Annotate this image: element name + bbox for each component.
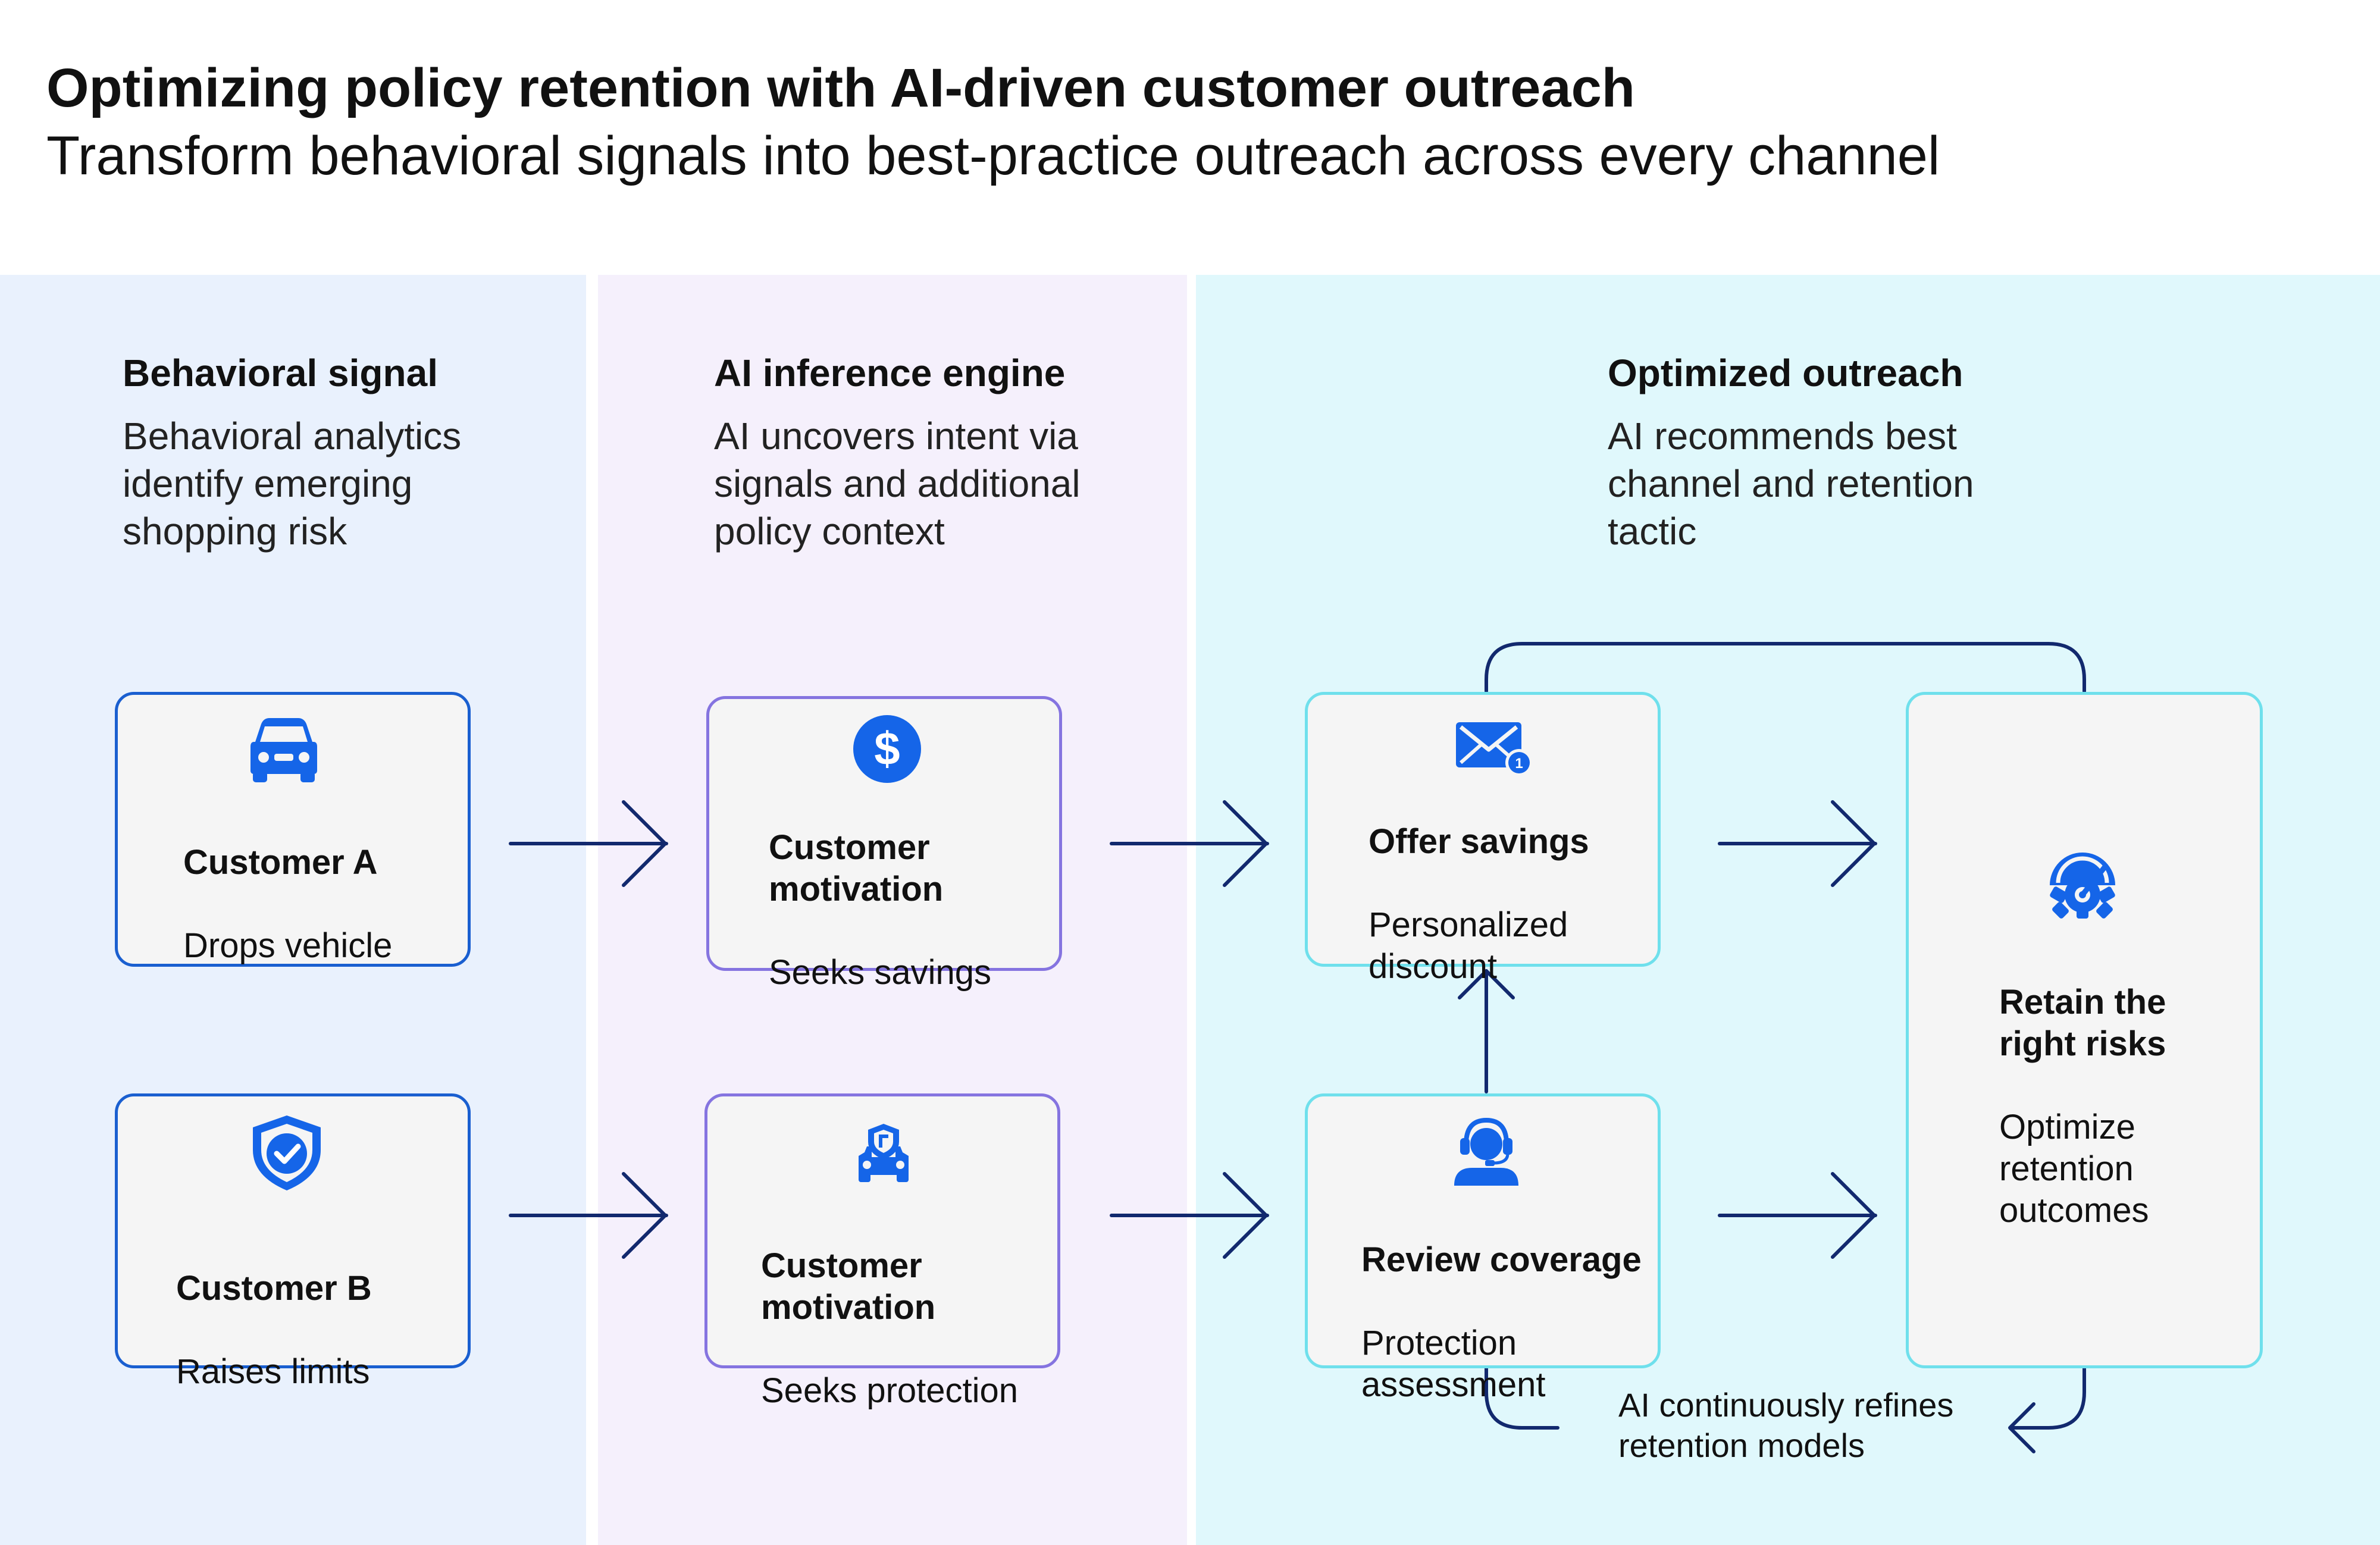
column-heading-ai-inference: AI inference engine	[714, 352, 1066, 394]
card-title: Customer motivation	[761, 1246, 936, 1327]
column-description-ai-inference: AI uncovers intent via signals and addit…	[714, 415, 1081, 553]
card-review-coverage: Review coverage Protection assessment	[1305, 1093, 1661, 1404]
page-title: Optimizing policy retention with AI-driv…	[46, 58, 1635, 118]
card-title: Customer A	[183, 843, 378, 882]
card-text: Optimize retention outcomes	[1999, 1108, 2149, 1230]
card-text: Raises limits	[176, 1352, 370, 1391]
car-icon	[250, 718, 317, 782]
bottom-loop-arrowhead	[2008, 1402, 2035, 1453]
card-title: Offer savings	[1368, 822, 1589, 861]
bottom-loop-connector-left	[1485, 1367, 1559, 1430]
gauge-gear-icon	[2050, 853, 2115, 919]
svg-text:$: $	[874, 722, 900, 775]
card-text: Seeks savings	[769, 953, 991, 992]
headset-agent-icon	[1454, 1117, 1518, 1186]
dollar-icon: $	[853, 715, 921, 783]
page-subtitle: Transform behavioral signals into best-p…	[46, 126, 1940, 186]
email-notification-icon: 1	[1456, 722, 1533, 776]
card-retain-right-risks: Retain the right risks Optimize retentio…	[1906, 692, 2263, 1368]
card-text: Protection assessment	[1361, 1324, 1546, 1404]
card-text: Seeks protection	[761, 1371, 1019, 1410]
card-title: Customer B	[176, 1269, 372, 1308]
card-text: Personalized discount	[1368, 905, 1568, 986]
bottom-loop-connector-right	[2011, 1367, 2086, 1430]
column-heading-optimized-outreach: Optimized outreach	[1608, 352, 1964, 394]
feedback-loop-label: AI continuously refines retention models	[1618, 1386, 1954, 1464]
card-customer-b: Customer B Raises limits	[115, 1093, 471, 1391]
arrow-motivation-to-offer	[1110, 800, 1269, 887]
card-title: Retain the right risks	[1999, 983, 2166, 1063]
card-motivation-savings: $ Customer motivation Seeks savings	[706, 696, 1062, 992]
notification-count: 1	[1515, 756, 1523, 772]
arrow-review-to-offer	[1458, 969, 1515, 1093]
card-customer-a: Customer A Drops vehicle	[115, 692, 471, 967]
column-description-behavioral-signal: Behavioral analytics identify emerging s…	[123, 415, 462, 553]
card-title: Customer motivation	[769, 828, 944, 908]
card-text: Drops vehicle	[183, 926, 393, 965]
car-shield-icon	[859, 1124, 909, 1182]
card-motivation-protection: Customer motivation Seeks protection	[704, 1093, 1060, 1410]
arrow-review-to-retain	[1718, 1172, 1877, 1259]
card-offer-savings: 1 Offer savings Personalized discount	[1305, 692, 1661, 986]
column-heading-behavioral-signal: Behavioral signal	[123, 352, 438, 394]
column-description-optimized-outreach: AI recommends best channel and retention…	[1608, 415, 1974, 553]
arrow-customer-b-to-motivation	[509, 1172, 668, 1259]
arrow-customer-a-to-motivation	[509, 800, 668, 887]
top-loop-connector	[1485, 642, 2086, 693]
card-title: Review coverage	[1361, 1240, 1642, 1279]
arrow-offer-to-retain	[1718, 800, 1877, 887]
arrow-motivation-to-review	[1110, 1172, 1269, 1259]
shield-check-icon	[253, 1115, 321, 1190]
